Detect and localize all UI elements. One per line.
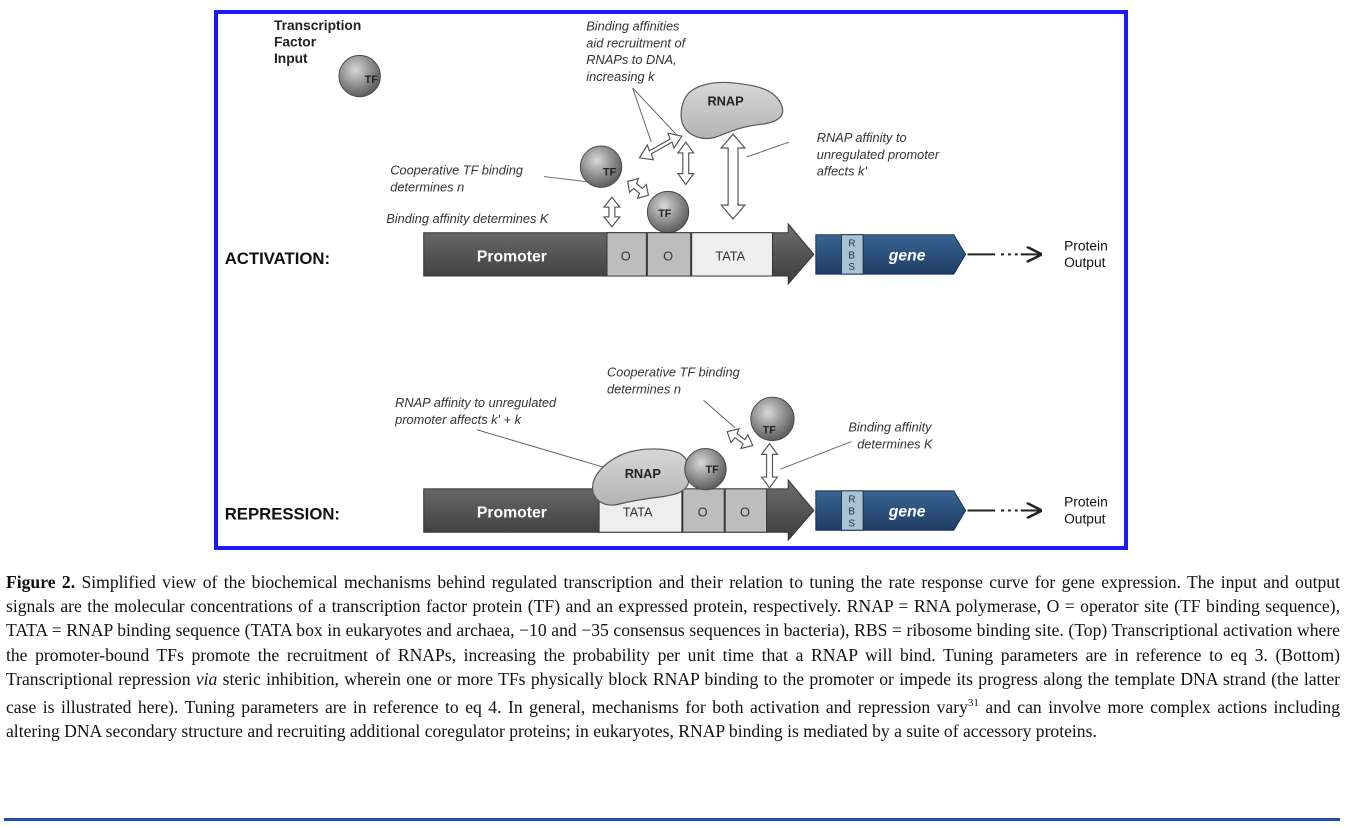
activation-output-line-2: Output — [1064, 255, 1106, 270]
caption-text-part-2: steric inhibition, wherein one or more T… — [6, 668, 1340, 717]
annotation-rnap-affinity-bottom: RNAP affinity to unregulated promoter af… — [394, 395, 557, 427]
tf-top-lower-label: TF — [658, 208, 672, 220]
transcription-diagram: Transcription Factor Input TF Binding af… — [225, 18, 1108, 542]
activation-tata-label: TATA — [715, 248, 745, 263]
repression-label: REPRESSION: — [225, 504, 340, 523]
bottom-rule — [4, 818, 1340, 821]
rnap-top-label: RNAP — [707, 94, 744, 109]
annotation-rnap-affinity-line-2: unregulated promoter — [817, 147, 940, 162]
double-arrows-bottom — [726, 427, 779, 489]
activation-promoter-label: Promoter — [477, 248, 547, 265]
annotation-rnap-affinity-line-3: affects k' — [817, 164, 868, 179]
activation-operator-1-label: O — [621, 248, 631, 263]
repression-operator-1-label: O — [698, 504, 708, 519]
annotation-affinity-k-bottom: Binding affinity determines K — [848, 420, 933, 452]
repression-output-line-1: Protein — [1064, 495, 1108, 510]
repression-operator-2-label: O — [740, 504, 750, 519]
activation-operator-1 — [606, 232, 647, 277]
activation-rbs — [840, 234, 864, 275]
repression-output-label: Protein Output — [1064, 495, 1108, 527]
tf-bottom-lower-label: TF — [705, 464, 719, 476]
caption-paragraph: Figure 2. Simplified view of the biochem… — [6, 570, 1340, 743]
annotation-coop-bottom-line-2: determines n — [607, 381, 681, 396]
activation-rbs-b: B — [848, 250, 855, 261]
annotation-coop-bottom: Cooperative TF binding determines n — [607, 365, 740, 397]
annotation-coop-top-line-2: determines n — [390, 179, 464, 194]
annotation-affinities-line-2: aid recruitment of — [586, 35, 686, 50]
activation-output-label: Protein Output — [1064, 238, 1108, 270]
activation-operator-2 — [646, 232, 692, 277]
tf-top-lower: TF — [646, 190, 690, 234]
repression-gene-label: gene — [888, 503, 926, 520]
activation-output-line-1: Protein — [1064, 238, 1108, 253]
figure-frame: Transcription Factor Input TF Binding af… — [214, 10, 1128, 550]
repression-rbs-b: B — [848, 506, 855, 517]
annotation-affinity-k-top: Binding affinity determines K — [386, 211, 549, 226]
annotation-affinities-line-4: increasing k — [586, 69, 655, 84]
activation-label: ACTIVATION: — [225, 249, 330, 268]
annotation-affinities: Binding affinities aid recruitment of RN… — [586, 19, 686, 84]
annotation-coop-top: Cooperative TF binding determines n — [390, 163, 523, 195]
figure-caption: Figure 2. Simplified view of the biochem… — [6, 570, 1340, 743]
rnap-top: RNAP — [680, 81, 784, 140]
annotation-pointer-lines — [543, 87, 790, 182]
activation-gene-label: gene — [888, 247, 926, 264]
annotation-affinity-k-bottom-line-2: determines K — [857, 436, 933, 451]
activation-rbs-s: S — [848, 262, 855, 273]
caption-text-part-3: and can involve more complex actions inc… — [6, 696, 1341, 742]
tf-top-upper-label: TF — [603, 167, 617, 179]
annotation-affinity-k-top-text: Binding affinity determines K — [386, 211, 549, 226]
activation-gene: R B S gene — [815, 234, 967, 275]
annotation-rnap-affinity: RNAP affinity to unregulated promoter af… — [817, 130, 940, 178]
rnap-bottom-label: RNAP — [625, 466, 662, 481]
annotation-coop-top-line-1: Cooperative TF binding — [390, 163, 523, 178]
repression-operator-2 — [724, 488, 768, 533]
caption-reference: 31 — [967, 697, 979, 710]
annotation-pointer-lines-bottom — [476, 399, 852, 475]
double-arrows-top — [602, 132, 747, 228]
repression-gene: R B S gene — [815, 490, 967, 531]
repression-tata-label: TATA — [623, 504, 653, 519]
annotation-affinities-line-3: RNAPs to DNA, — [586, 52, 676, 67]
tf-bottom-upper-label: TF — [763, 425, 777, 437]
annotation-coop-bottom-line-1: Cooperative TF binding — [607, 365, 740, 380]
tf-bottom-upper: TF — [750, 396, 795, 442]
caption-figure-label: Figure 2. — [6, 572, 76, 592]
tf-input-line-3: Input — [274, 51, 308, 66]
repression-rbs-r: R — [848, 495, 855, 506]
activation-operator-2-label: O — [663, 248, 673, 263]
tf-input-sphere: TF — [338, 54, 381, 98]
annotation-rnap-affinity-bottom-line-1: RNAP affinity to unregulated — [395, 395, 557, 410]
annotation-rnap-affinity-bottom-line-2: promoter affects k' + k — [394, 412, 521, 427]
activation-rbs-r: R — [848, 239, 855, 250]
repression-rbs-s: S — [848, 518, 855, 529]
tf-input-line-1: Transcription — [274, 18, 361, 33]
activation-tata-box — [691, 232, 773, 277]
activation-dna: Promoter O O TATA — [423, 222, 815, 286]
repression-promoter-label: Promoter — [477, 504, 547, 521]
tf-bottom-lower: TF — [684, 447, 727, 491]
tf-input-sphere-label: TF — [365, 74, 379, 86]
repression-operator-1 — [682, 488, 725, 533]
repression-output-line-2: Output — [1064, 511, 1106, 526]
tf-top-upper: TF — [579, 145, 623, 188]
tf-input-label: Transcription Factor Input — [274, 18, 361, 66]
caption-text-part-1: Simplified view of the biochemical mecha… — [6, 572, 1340, 689]
rnap-bottom: RNAP — [591, 448, 691, 506]
annotation-affinity-k-bottom-line-1: Binding affinity — [848, 420, 933, 435]
tf-input-line-2: Factor — [274, 35, 317, 50]
annotation-rnap-affinity-line-1: RNAP affinity to — [817, 130, 907, 145]
caption-via: via — [195, 668, 218, 689]
repression-rbs — [840, 490, 864, 531]
annotation-affinities-line-1: Binding affinities — [586, 19, 680, 34]
